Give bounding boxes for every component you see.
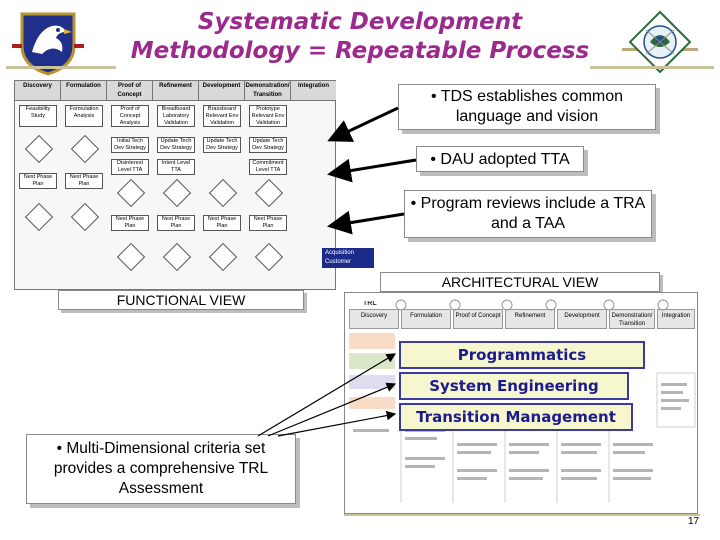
functional-header-refinement: Refinement (153, 81, 199, 101)
page-number: 17 (688, 516, 700, 527)
functional-cell: Feasibility Study (19, 105, 57, 127)
architectural-header-refinement: Refinement (505, 309, 555, 329)
functional-view-label: FUNCTIONAL VIEW (58, 290, 304, 310)
footer-rule (344, 514, 700, 516)
decision-diamond (162, 178, 192, 208)
functional-cell: Next Phase Plan (203, 215, 241, 231)
functional-cell: Prototype Relevant Env Validation (249, 105, 287, 127)
architectural-header-development: Development (557, 309, 607, 329)
functional-cell: Formulation Analysis (65, 105, 103, 127)
functional-cell: Next Phase Plan (249, 215, 287, 231)
functional-cell: Commitment Level TTA (249, 159, 287, 175)
functional-cell: Proof of Concept Analysis (111, 105, 149, 127)
decision-diamond (116, 242, 146, 272)
functional-cell: Next Phase Plan (111, 215, 149, 231)
functional-header-discovery: Discovery (15, 81, 61, 101)
functional-cell: Intent Level TTA (157, 159, 195, 175)
decision-diamond (116, 178, 146, 208)
functional-cell: Disinterest Level TTA (111, 159, 149, 175)
transition-management-band: Transition Management (399, 403, 633, 431)
multi-dimensional-callout: • Multi-Dimensional criteria set provide… (26, 434, 296, 504)
functional-cell: Next Phase Plan (157, 215, 195, 231)
functional-cell: Breadboard Laboratory Validation (157, 105, 195, 127)
decision-diamond (24, 134, 54, 164)
functional-header-integration: Integration (291, 81, 336, 101)
functional-cell: Next Phase Plan (65, 173, 103, 189)
architectural-header-demonstration: Demonstration/ Transition (609, 309, 655, 329)
architectural-header-formulation: Formulation (401, 309, 451, 329)
decision-diamond (254, 178, 284, 208)
title-rule-left (6, 66, 116, 69)
architectural-header-proof: Proof of Concept (453, 309, 503, 329)
architectural-header-discovery: Discovery (349, 309, 399, 329)
functional-view-diagram: Discovery Formulation Proof of Concept R… (14, 80, 336, 290)
eagle-shield-logo (12, 12, 84, 76)
decision-diamond (24, 202, 54, 232)
tds-callout: • TDS establishes common language and vi… (398, 84, 656, 130)
trl-label: TRL (363, 301, 377, 307)
decision-diamond (70, 134, 100, 164)
architectural-view-diagram: TRL Discovery Formulation Proof of Conce… (344, 292, 698, 514)
decision-diamond (208, 242, 238, 272)
ecbc-emblem-logo (622, 10, 698, 74)
dau-callout: • DAU adopted TTA (416, 146, 584, 172)
decision-diamond (162, 242, 192, 272)
functional-cell: Brassboard Relevant Env Validation (203, 105, 241, 127)
title-line-2: Methodology = Repeatable Process (130, 38, 590, 64)
architectural-header-integration: Integration (657, 309, 695, 329)
decision-diamond (70, 202, 100, 232)
functional-cell: Initial Tech Dev Strategy (111, 137, 149, 153)
functional-cell: Update Tech Dev Strategy (249, 137, 287, 153)
title-rule-right (590, 66, 714, 69)
functional-cell: Update Tech Dev Strategy (203, 137, 241, 153)
acquisition-customer-box: Acquisition Customer (322, 248, 374, 268)
title-line-1: Systematic Development (197, 9, 523, 35)
architectural-view-label: ARCHITECTURAL VIEW (380, 272, 660, 292)
slide-title: Systematic Development Methodology = Rep… (100, 8, 620, 66)
programmatics-band: Programmatics (399, 341, 645, 369)
decision-diamond (254, 242, 284, 272)
functional-header-development: Development (199, 81, 245, 101)
functional-header-demonstration: Demonstration/ Transition (245, 81, 291, 101)
functional-header-proof: Proof of Concept (107, 81, 153, 101)
program-reviews-callout: • Program reviews include a TRA and a TA… (404, 190, 652, 238)
functional-cell: Next Phase Plan (19, 173, 57, 189)
decision-diamond (208, 178, 238, 208)
system-engineering-band: System Engineering (399, 372, 629, 400)
functional-header-formulation: Formulation (61, 81, 107, 101)
functional-cell: Update Tech Dev Strategy (157, 137, 195, 153)
